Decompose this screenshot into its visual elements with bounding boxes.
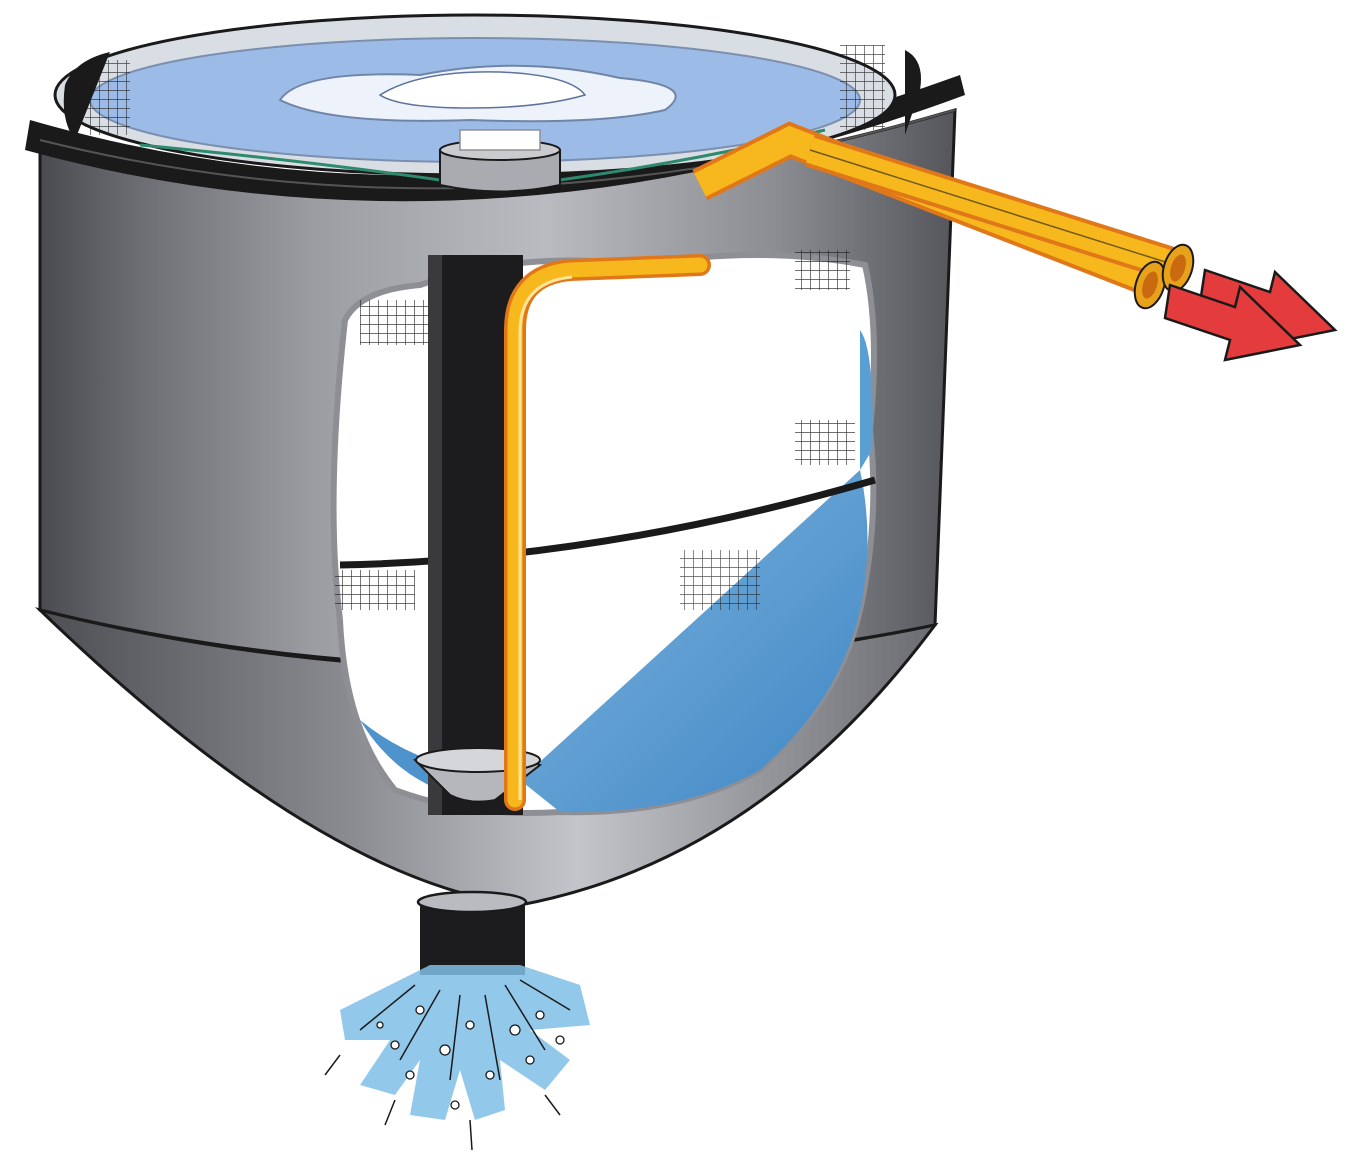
mesh-screen	[795, 250, 850, 290]
mesh-screen	[335, 570, 415, 610]
mesh-screen	[795, 420, 855, 465]
cutaway-interior	[334, 250, 875, 813]
mesh-screen	[680, 550, 760, 610]
double-right-arrow-icon	[1165, 270, 1335, 360]
bottom-outlet	[418, 892, 526, 975]
mesh-screen	[360, 300, 430, 345]
mesh-screen	[840, 45, 885, 130]
water-spray-icon	[325, 965, 590, 1150]
